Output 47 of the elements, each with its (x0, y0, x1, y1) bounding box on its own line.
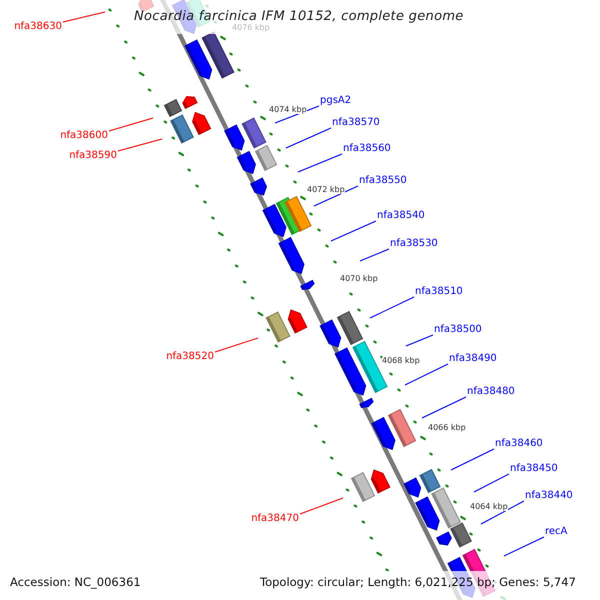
gene-label: nfa38530 (390, 239, 438, 249)
gene-label: nfa38490 (449, 354, 497, 364)
gene-label: recA (545, 527, 568, 537)
leader-line (422, 396, 466, 418)
leader-line (480, 500, 524, 524)
leader-line (314, 186, 358, 206)
footer-text: Accession: NC_006361 (10, 577, 141, 588)
gene-label: nfa38560 (343, 144, 391, 154)
gene-label: nfa38450 (510, 464, 558, 474)
scale-label: 4066 kbp (428, 424, 466, 432)
gene-label: pgsA2 (320, 96, 352, 106)
leader-line (214, 338, 258, 352)
scale-label: 4076 kbp (232, 24, 270, 32)
leader-line (504, 536, 544, 556)
leader-line (330, 220, 376, 242)
leader-line (118, 138, 162, 152)
leader-line (298, 154, 342, 172)
gene-label: nfa38630 (14, 22, 62, 32)
footer-text: Topology: circular; Length: 6,021,225 bp; Genes: 5,747 (260, 577, 576, 588)
gene-label: nfa38600 (60, 131, 108, 141)
leader-line (360, 248, 390, 262)
leader-line (450, 448, 494, 470)
leader-line (62, 12, 106, 22)
scale-label: 4070 kbp (340, 275, 378, 283)
scale-label: 4072 kbp (307, 186, 345, 194)
scale-label: 4064 kbp (470, 503, 508, 511)
leader-line (406, 334, 434, 346)
gene-label: nfa38500 (434, 325, 482, 335)
gene-label: nfa38520 (166, 352, 214, 362)
gene-label: nfa38470 (251, 514, 299, 524)
gene-label: nfa38510 (415, 287, 463, 297)
gene-label: nfa38480 (467, 387, 515, 397)
gene-label: nfa38440 (525, 491, 573, 501)
leader-line (300, 498, 344, 514)
gene-label: nfa38540 (377, 211, 425, 221)
leader-line (404, 364, 448, 386)
gene-label: nfa38460 (495, 439, 543, 449)
leader-line (108, 118, 154, 132)
gene-label: nfa38570 (332, 118, 380, 128)
leader-line (286, 128, 332, 148)
gene-label: nfa38590 (69, 151, 117, 161)
leader-line (370, 296, 414, 318)
scale-label: 4074 kbp (269, 106, 307, 114)
title: Nocardia farcinica IFM 10152, complete genome (134, 10, 464, 23)
leader-line (474, 474, 510, 492)
scale-label: 4068 kbp (382, 357, 420, 365)
gene-label: nfa38550 (359, 176, 407, 186)
